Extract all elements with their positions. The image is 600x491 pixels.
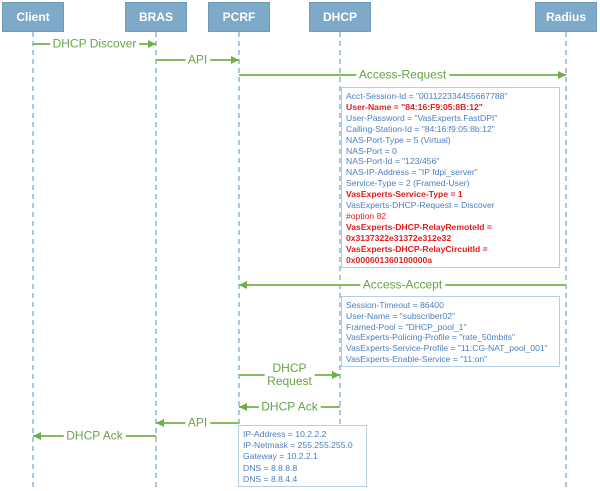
arrow-head-dhcp-ack — [239, 403, 247, 411]
actor-bras: BRAS — [125, 2, 187, 32]
lifeline-dhcp — [339, 32, 341, 490]
arrow-head-api — [231, 56, 239, 64]
attribute-line: Session-Timeout = 86400 — [346, 300, 444, 310]
attribute-line: User-Name = "84:16:F9:05:8B:12" — [346, 101, 483, 112]
attribute-line: User-Password = "VasExperts.FastDPI" — [346, 112, 498, 123]
attribute-line: #option 82 — [346, 210, 387, 221]
attribute-line: Gateway = 10.2.2.1 — [243, 451, 318, 462]
attribute-line: VasExperts-Policing-Profile = "rate_50mb… — [346, 332, 516, 343]
message-label-dhcp-discover: DHCP Discover — [49, 37, 140, 51]
arrow-head-dhcp-discover — [148, 40, 156, 48]
attribute-line: DNS = 8.8.4.4 — [243, 473, 298, 484]
attribute-line: Acct-Session-Id = "001122334455667788" — [346, 91, 508, 101]
actor-label-client: Client — [16, 10, 50, 24]
lifeline-client — [32, 32, 34, 490]
access-request-attributes: Acct-Session-Id = "001122334455667788"Us… — [341, 87, 560, 268]
message-label-access-accept: Access-Accept — [359, 278, 446, 292]
actor-client: Client — [2, 2, 64, 32]
attribute-line: VasExperts-DHCP-RelayRemoteId = — [346, 221, 492, 232]
attribute-line: Calling-Station-Id = "84:16:f9:05:8b:12" — [346, 123, 495, 134]
attribute-line: NAS-Port = 0 — [346, 145, 397, 156]
attribute-line: NAS-IP-Address = "IP fdpi_server" — [346, 167, 478, 178]
attribute-line: NAS-Port-Type = 5 (Virtual) — [346, 134, 451, 145]
attribute-line: DNS = 8.8.8.8 — [243, 462, 298, 473]
attribute-line: 0x000601360100000a — [346, 254, 433, 265]
attribute-line: Service-Type = 2 (Framed-User) — [346, 178, 470, 189]
message-label-dhcp-ack: DHCP Ack — [63, 429, 126, 443]
attribute-line: IP-Netmask = 255.255.255.0 — [243, 440, 353, 451]
actor-dhcp: DHCP — [309, 2, 371, 32]
message-label-access-request: Access-Request — [355, 68, 450, 82]
attribute-line: 0x3137322e31372e312e32 — [346, 232, 452, 243]
attribute-line: IP-Address = 10.2.2.2 — [243, 429, 327, 439]
attribute-line: NAS-Port-Id = "123/456" — [346, 156, 440, 167]
attribute-line: VasExperts-Service-Profile = "11:CG-NAT_… — [346, 343, 548, 354]
arrow-head-api — [156, 419, 164, 427]
message-label-part: Request — [267, 374, 312, 388]
attribute-line: VasExperts-Enable-Service = "11:on" — [346, 353, 488, 364]
arrow-head-access-request — [558, 71, 566, 79]
attribute-line: VasExperts-Service-Type = 1 — [346, 189, 463, 200]
lifeline-bras — [155, 32, 157, 490]
lifeline-pcrf — [238, 32, 240, 490]
actor-label-pcrf: PCRF — [222, 10, 256, 24]
arrow-head-dhcp-ack — [33, 432, 41, 440]
message-label-dhcp-ack: DHCP Ack — [258, 400, 321, 414]
actor-label-dhcp: DHCP — [322, 10, 357, 24]
actor-label-bras: BRAS — [138, 10, 173, 24]
message-label-api: API — [184, 53, 211, 67]
arrow-head-access-accept — [239, 281, 247, 289]
attribute-line: Framed-Pool = "DHCP_pool_1" — [346, 321, 467, 332]
actor-label-radius: Radius — [545, 10, 586, 24]
attribute-line: VasExperts-DHCP-RelayCircuitId = — [346, 243, 488, 254]
message-label-api: API — [184, 416, 211, 430]
actor-radius: Radius — [535, 2, 597, 32]
attribute-line: VasExperts-DHCP-Request = Discover — [346, 200, 495, 211]
message-label-part: DHCP — [272, 361, 307, 375]
actor-pcrf: PCRF — [208, 2, 270, 32]
lifeline-radius — [565, 32, 567, 490]
arrow-head-dhcp-request — [332, 371, 340, 379]
attribute-line: User-Name = "subscriber02" — [346, 310, 456, 321]
